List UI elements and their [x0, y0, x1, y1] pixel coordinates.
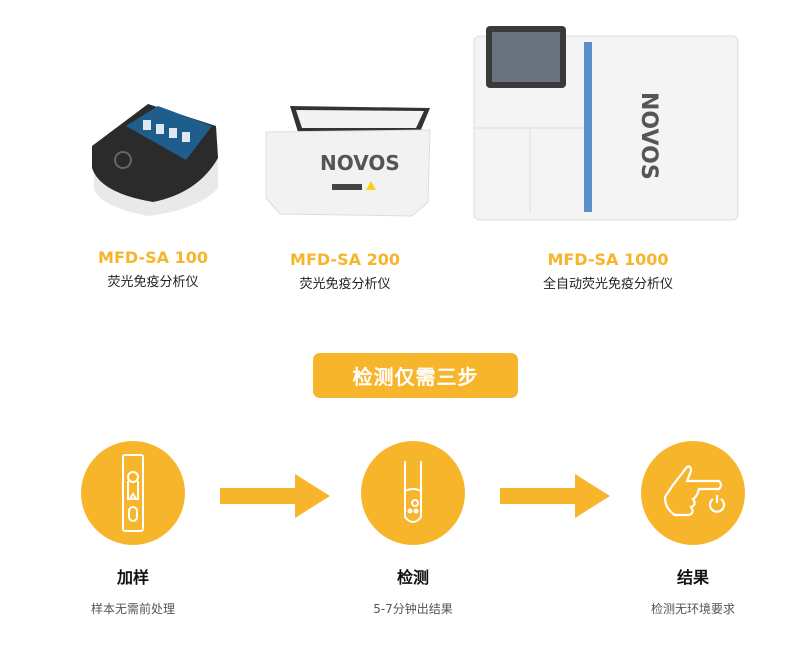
- step-title: 检测: [396, 568, 429, 587]
- test-cartridge-icon: [81, 441, 185, 545]
- hand-power-icon: [641, 441, 745, 545]
- product-desc: 全自动荧光免疫分析仪: [542, 277, 673, 292]
- step-title: 加样: [116, 568, 149, 587]
- arrow-right-icon: [500, 474, 610, 518]
- arrow-right-icon: [220, 474, 330, 518]
- product-model: MFD-SA 1000: [547, 250, 669, 269]
- test-tube-icon: [361, 441, 465, 545]
- product-desc: 荧光免疫分析仪: [107, 275, 199, 290]
- product-image-mfd-sa-200: NOVOS: [262, 102, 434, 220]
- device-logo: NOVOS: [636, 92, 661, 180]
- product-image-mfd-sa-100: [88, 98, 223, 218]
- product-model: MFD-SA 200: [290, 250, 400, 269]
- step-title: 结果: [676, 568, 709, 587]
- product-image-mfd-sa-1000: NOVOS: [472, 22, 740, 222]
- device-logo: NOVOS: [320, 151, 400, 175]
- product-model: MFD-SA 100: [98, 248, 208, 267]
- product-desc: 荧光免疫分析仪: [299, 277, 391, 292]
- step-desc: 5-7分钟出结果: [373, 602, 453, 616]
- steps-banner: 检测仅需三步: [313, 353, 518, 398]
- step-desc: 检测无环境要求: [650, 602, 735, 616]
- step-desc: 样本无需前处理: [90, 602, 175, 616]
